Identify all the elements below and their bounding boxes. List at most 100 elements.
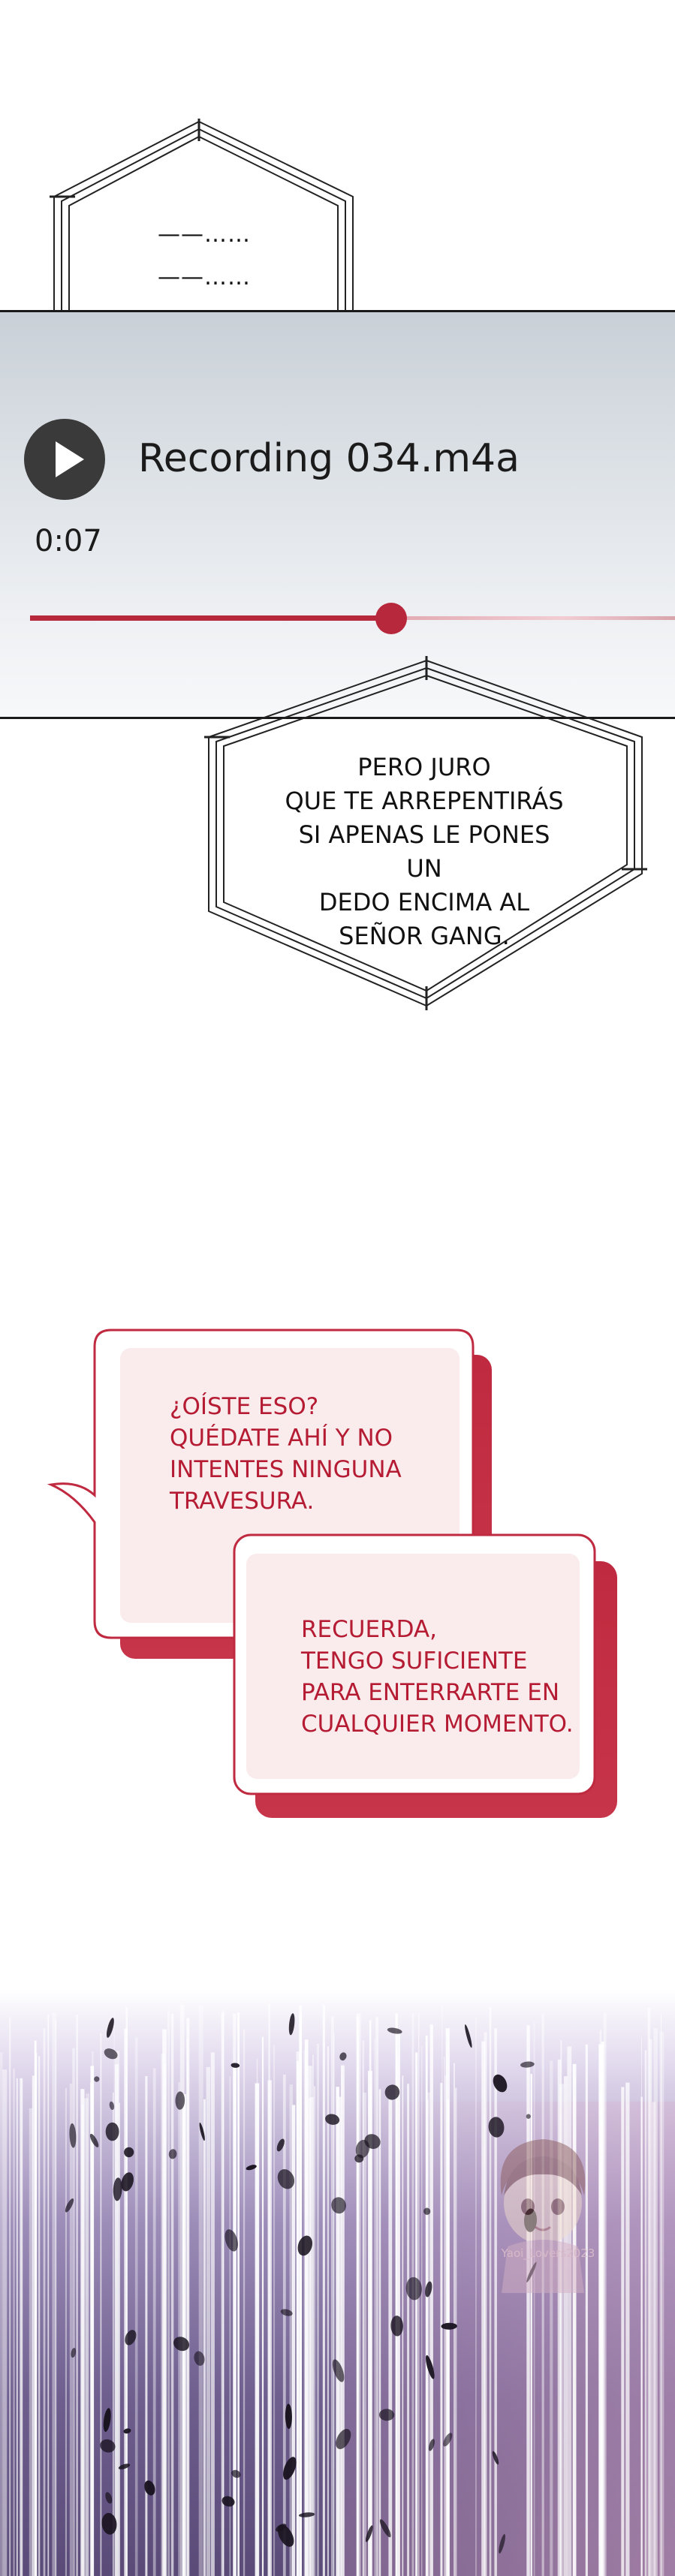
ink-splat — [224, 2229, 238, 2252]
rain-streak — [114, 2064, 119, 2576]
rain-streak — [557, 2059, 562, 2576]
rain-streak — [186, 2018, 190, 2576]
ink-splat — [332, 2359, 345, 2382]
rain-streak — [407, 2084, 410, 2576]
middle-bubble-line: PERO JURO — [357, 753, 491, 781]
ink-splat — [221, 2496, 235, 2507]
rain-streak — [415, 2052, 418, 2576]
ink-splat — [106, 2018, 114, 2038]
rain-streak — [297, 2106, 299, 2576]
rain-streak — [625, 2082, 630, 2576]
rain-streak — [113, 2012, 115, 2576]
rain-streak — [84, 2098, 89, 2576]
rain-streak — [530, 2074, 532, 2576]
rain-streak — [533, 2021, 535, 2576]
ink-splat — [523, 2208, 538, 2232]
rain-streak — [152, 2068, 156, 2576]
progress-thumb[interactable] — [375, 603, 407, 634]
rain-streak — [341, 2065, 345, 2576]
rain-streak — [563, 2076, 568, 2576]
ink-splat — [390, 2316, 404, 2337]
ink-splat — [297, 2235, 313, 2256]
ink-splat — [339, 2052, 347, 2061]
playback-time: 0:07 — [35, 524, 102, 558]
speech-bubble-2-line: CUALQUIER MOMENTO. — [301, 1711, 574, 1738]
rain-streak — [100, 2033, 102, 2576]
rain-streak — [55, 2019, 57, 2576]
rain-streak — [43, 2028, 46, 2576]
rain-streak — [641, 2037, 642, 2576]
rain-streak — [489, 2007, 492, 2576]
ink-splat — [277, 2169, 295, 2189]
ink-splat — [231, 2469, 241, 2478]
ink-splat — [194, 2351, 205, 2366]
ink-splat — [71, 2348, 77, 2358]
ink-splat — [426, 2355, 435, 2379]
rain-streak — [32, 2075, 35, 2576]
ink-splat — [276, 2523, 287, 2532]
rain-streak — [644, 2050, 647, 2576]
rain-streak — [653, 2028, 658, 2576]
rain-streak — [397, 2033, 400, 2576]
recording-filename: Recording 034.m4a — [138, 436, 520, 481]
rain-streak — [124, 2028, 128, 2576]
ink-splat — [499, 2534, 505, 2554]
ink-splat — [425, 2281, 432, 2298]
rain-streak — [221, 2012, 224, 2576]
ink-splat — [175, 2091, 185, 2110]
rain-streak — [291, 2105, 296, 2576]
ink-splat — [325, 2114, 340, 2125]
middle-bubble-line: QUE TE ARREPENTIRÁS — [285, 787, 564, 815]
rain-streak — [299, 2006, 303, 2576]
rain-streak — [494, 2028, 497, 2576]
rain-streak — [378, 2089, 381, 2576]
rain-streak — [179, 2005, 185, 2576]
rain-streak — [541, 2013, 544, 2576]
ink-splat — [280, 2309, 293, 2316]
speech-bubble-1-line: QUÉDATE AHÍ Y NO — [170, 1425, 393, 1452]
rain-streak — [145, 2076, 148, 2576]
rain-streak — [273, 2045, 276, 2576]
rain-streak — [336, 2087, 339, 2576]
rain-streak — [388, 2099, 393, 2576]
ink-splat — [109, 2101, 115, 2111]
play-button[interactable] — [24, 419, 105, 500]
progress-slider[interactable] — [30, 603, 675, 634]
rain-streak — [243, 2030, 246, 2576]
ink-splat — [387, 2027, 402, 2034]
speech-bubbles — [47, 1329, 617, 1818]
rain-streak — [86, 2093, 89, 2576]
rain-streak — [229, 2076, 231, 2576]
rain-streak — [368, 2070, 372, 2576]
rain-streak — [330, 2016, 334, 2576]
ink-splat — [488, 2117, 505, 2138]
rain-streak — [454, 2087, 457, 2576]
rain-streak — [9, 2017, 11, 2576]
ink-splat — [173, 2337, 190, 2352]
rain-streak — [69, 2084, 73, 2576]
ink-splat — [405, 2277, 422, 2301]
rain-streak — [38, 2056, 41, 2576]
rain-streak — [256, 2058, 258, 2576]
ink-splat — [465, 2024, 472, 2048]
rain-streak — [559, 2084, 564, 2576]
rain-streak — [233, 2063, 237, 2576]
ink-splat — [276, 2138, 285, 2152]
ink-splat — [441, 2322, 457, 2330]
rain-streak — [375, 2017, 378, 2576]
rain-streak — [76, 2015, 78, 2576]
rain-streak — [395, 2013, 398, 2576]
rain-streak — [29, 2108, 33, 2576]
rain-streak — [261, 2036, 264, 2576]
ink-splat — [364, 2134, 381, 2149]
middle-bubble-line: SEÑOR GANG. — [339, 922, 510, 950]
ink-splat — [246, 2165, 257, 2171]
speech-bubble-2-line: RECUERDA, — [301, 1616, 437, 1643]
rain-streak — [90, 2082, 92, 2576]
ink-splat — [492, 2451, 499, 2465]
progress-remaining — [391, 616, 675, 620]
speech-bubble-1-line: ¿OÍSTE ESO? — [170, 1393, 319, 1420]
rain-streak — [322, 2005, 325, 2576]
ink-splat — [331, 2197, 346, 2214]
rain-streak — [309, 2097, 314, 2576]
